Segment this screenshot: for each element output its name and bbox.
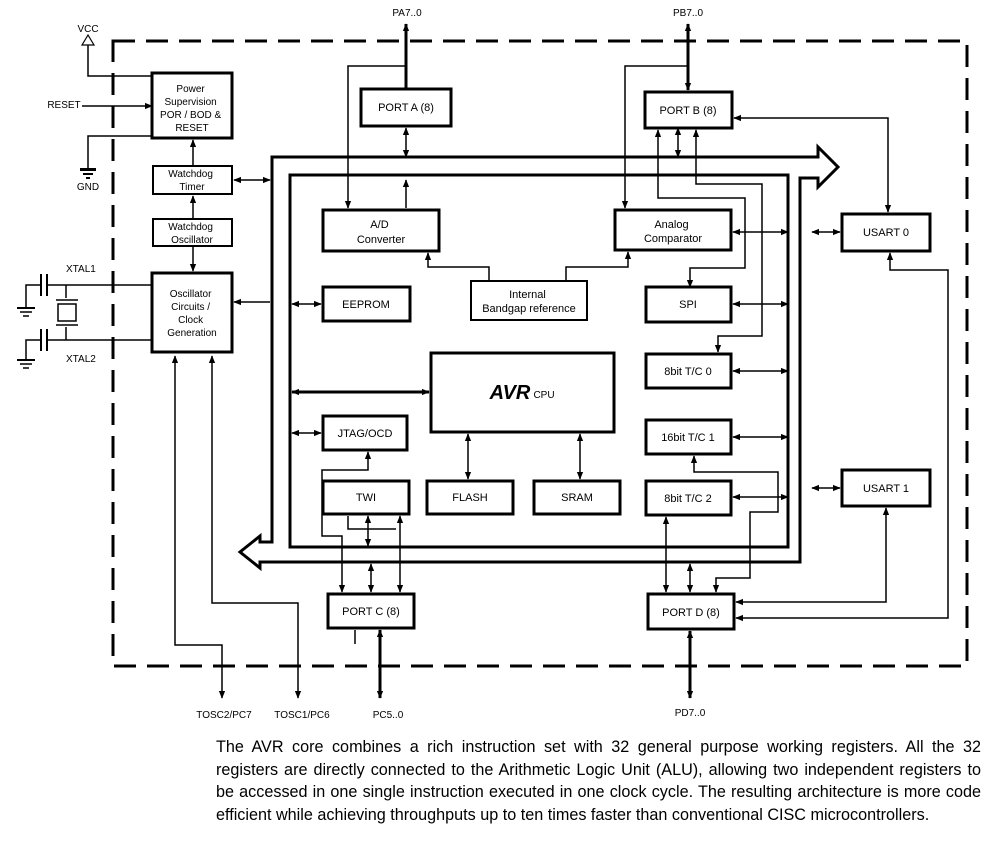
description-paragraph: The AVR core combines a rich instruction… bbox=[216, 738, 981, 824]
crystal-circuit bbox=[17, 274, 152, 369]
port-c-label: PORT C (8) bbox=[342, 606, 400, 618]
port-b-block bbox=[643, 90, 734, 130]
bandgap-label: Internal Bandgap reference bbox=[482, 289, 576, 315]
eeprom-block bbox=[321, 285, 412, 323]
jtag-label: JTAG/OCD bbox=[338, 428, 393, 440]
watchdog-timer-label: Watchdog Timer bbox=[168, 169, 215, 193]
pc-pin-label: PC5..0 bbox=[373, 710, 404, 721]
adc-block bbox=[321, 208, 441, 253]
analog-comparator-block bbox=[613, 208, 733, 252]
watchdog-oscillator-label: Watchdog Oscillator bbox=[168, 222, 215, 246]
twi-label: TWI bbox=[356, 492, 376, 504]
tosc1-label: TOSC1/PC6 bbox=[274, 710, 330, 721]
tc2-label: 8bit T/C 2 bbox=[664, 493, 712, 505]
vcc-label: VCC bbox=[77, 24, 98, 35]
pa-pin-label: PA7..0 bbox=[392, 8, 422, 19]
usart1-label: USART 1 bbox=[863, 483, 909, 495]
oscillator-label: Oscillator Circuits / Clock Generation bbox=[167, 289, 216, 339]
port-d-block bbox=[646, 592, 736, 631]
eeprom-label: EEPROM bbox=[342, 299, 390, 311]
pd-pin-label: PD7..0 bbox=[675, 708, 706, 719]
port-b-label: PORT B (8) bbox=[659, 105, 716, 117]
reset-label: RESET bbox=[47, 100, 80, 111]
cpu-label: CPU bbox=[533, 390, 554, 401]
port-a-label: PORT A (8) bbox=[378, 102, 434, 114]
bandgap-block bbox=[470, 280, 588, 321]
spi-label: SPI bbox=[679, 299, 697, 311]
sram-block bbox=[532, 479, 622, 516]
xtal2-label: XTAL2 bbox=[66, 354, 96, 365]
cpu-block bbox=[429, 351, 616, 434]
power-supervision-block bbox=[150, 71, 234, 140]
gnd-symbol bbox=[80, 135, 152, 179]
flash-block bbox=[425, 479, 515, 516]
usart0-block bbox=[840, 212, 932, 253]
tc1-label: 16bit T/C 1 bbox=[661, 432, 715, 444]
port-a-block bbox=[359, 87, 453, 128]
twi-block bbox=[321, 479, 411, 516]
tc1-block bbox=[644, 418, 733, 456]
flash-label: FLASH bbox=[452, 492, 488, 504]
chip-boundary bbox=[111, 39, 969, 668]
avr-block-diagram: VCC RESET GND Power Supervision POR / BO… bbox=[17, 8, 969, 721]
adc-label: A/D Converter bbox=[357, 219, 406, 246]
spi-block bbox=[644, 285, 733, 324]
sram-label: SRAM bbox=[561, 492, 593, 504]
tc0-label: 8bit T/C 0 bbox=[664, 366, 712, 378]
usart0-label: USART 0 bbox=[863, 227, 909, 239]
gnd-label: GND bbox=[77, 182, 99, 193]
vcc-symbol bbox=[80, 33, 152, 77]
tc0-block bbox=[644, 352, 733, 390]
port-c-block bbox=[326, 592, 416, 630]
analog-comparator-label: Analog Comparator bbox=[644, 219, 702, 245]
pb-pin-label: PB7..0 bbox=[673, 8, 703, 19]
watchdog-oscillator-block bbox=[152, 218, 233, 247]
jtag-block bbox=[321, 414, 409, 452]
watchdog-timer-block bbox=[152, 165, 233, 195]
power-supervision-label: Power Supervision POR / BOD & RESET bbox=[160, 84, 224, 134]
port-d-label: PORT D (8) bbox=[662, 607, 720, 619]
usart1-block bbox=[840, 468, 932, 508]
xtal1-label: XTAL1 bbox=[66, 264, 96, 275]
oscillator-block bbox=[150, 271, 234, 354]
tosc2-label: TOSC2/PC7 bbox=[196, 710, 252, 721]
cpu-logo: AVR bbox=[489, 382, 531, 404]
